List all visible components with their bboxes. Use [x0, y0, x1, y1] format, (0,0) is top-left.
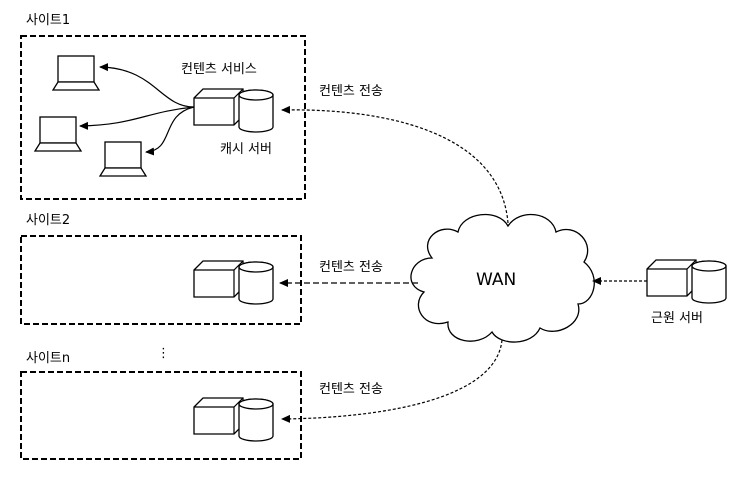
origin-server-label: 근원 서버	[651, 311, 703, 326]
cache-server-icon	[193, 88, 274, 133]
site1-box	[20, 35, 306, 200]
cache-server-label: 캐시 서버	[220, 142, 272, 157]
transfer-arrow-siten	[281, 339, 503, 423]
siten-box	[20, 371, 302, 460]
cache-server-icon	[193, 260, 274, 305]
service-arrow	[145, 106, 195, 156]
transfer-label-site2: 컨텐츠 전송	[319, 260, 383, 275]
siten-label: 사이트n	[26, 351, 70, 366]
site2-box	[20, 235, 302, 325]
origin-server-icon	[646, 259, 727, 304]
site2-label: 사이트2	[26, 213, 70, 228]
wan-label: WAN	[476, 270, 516, 290]
cache-server-icon	[193, 397, 274, 442]
transfer-label-siten: 컨텐츠 전송	[319, 382, 383, 397]
site1-label: 사이트1	[26, 13, 70, 28]
transfer-arrow-site1	[281, 105, 509, 224]
service-arrow	[79, 106, 195, 130]
wan-cloud-icon	[410, 213, 595, 343]
laptop-icon	[34, 116, 82, 152]
laptop-icon	[99, 141, 147, 177]
service-arrow	[99, 63, 195, 108]
continuation-dots: ⋮	[157, 346, 170, 361]
laptop-icon	[52, 55, 100, 91]
content-service-label: 컨텐츠 서비스	[181, 62, 257, 77]
transfer-label-site1: 컨텐츠 전송	[319, 84, 383, 99]
